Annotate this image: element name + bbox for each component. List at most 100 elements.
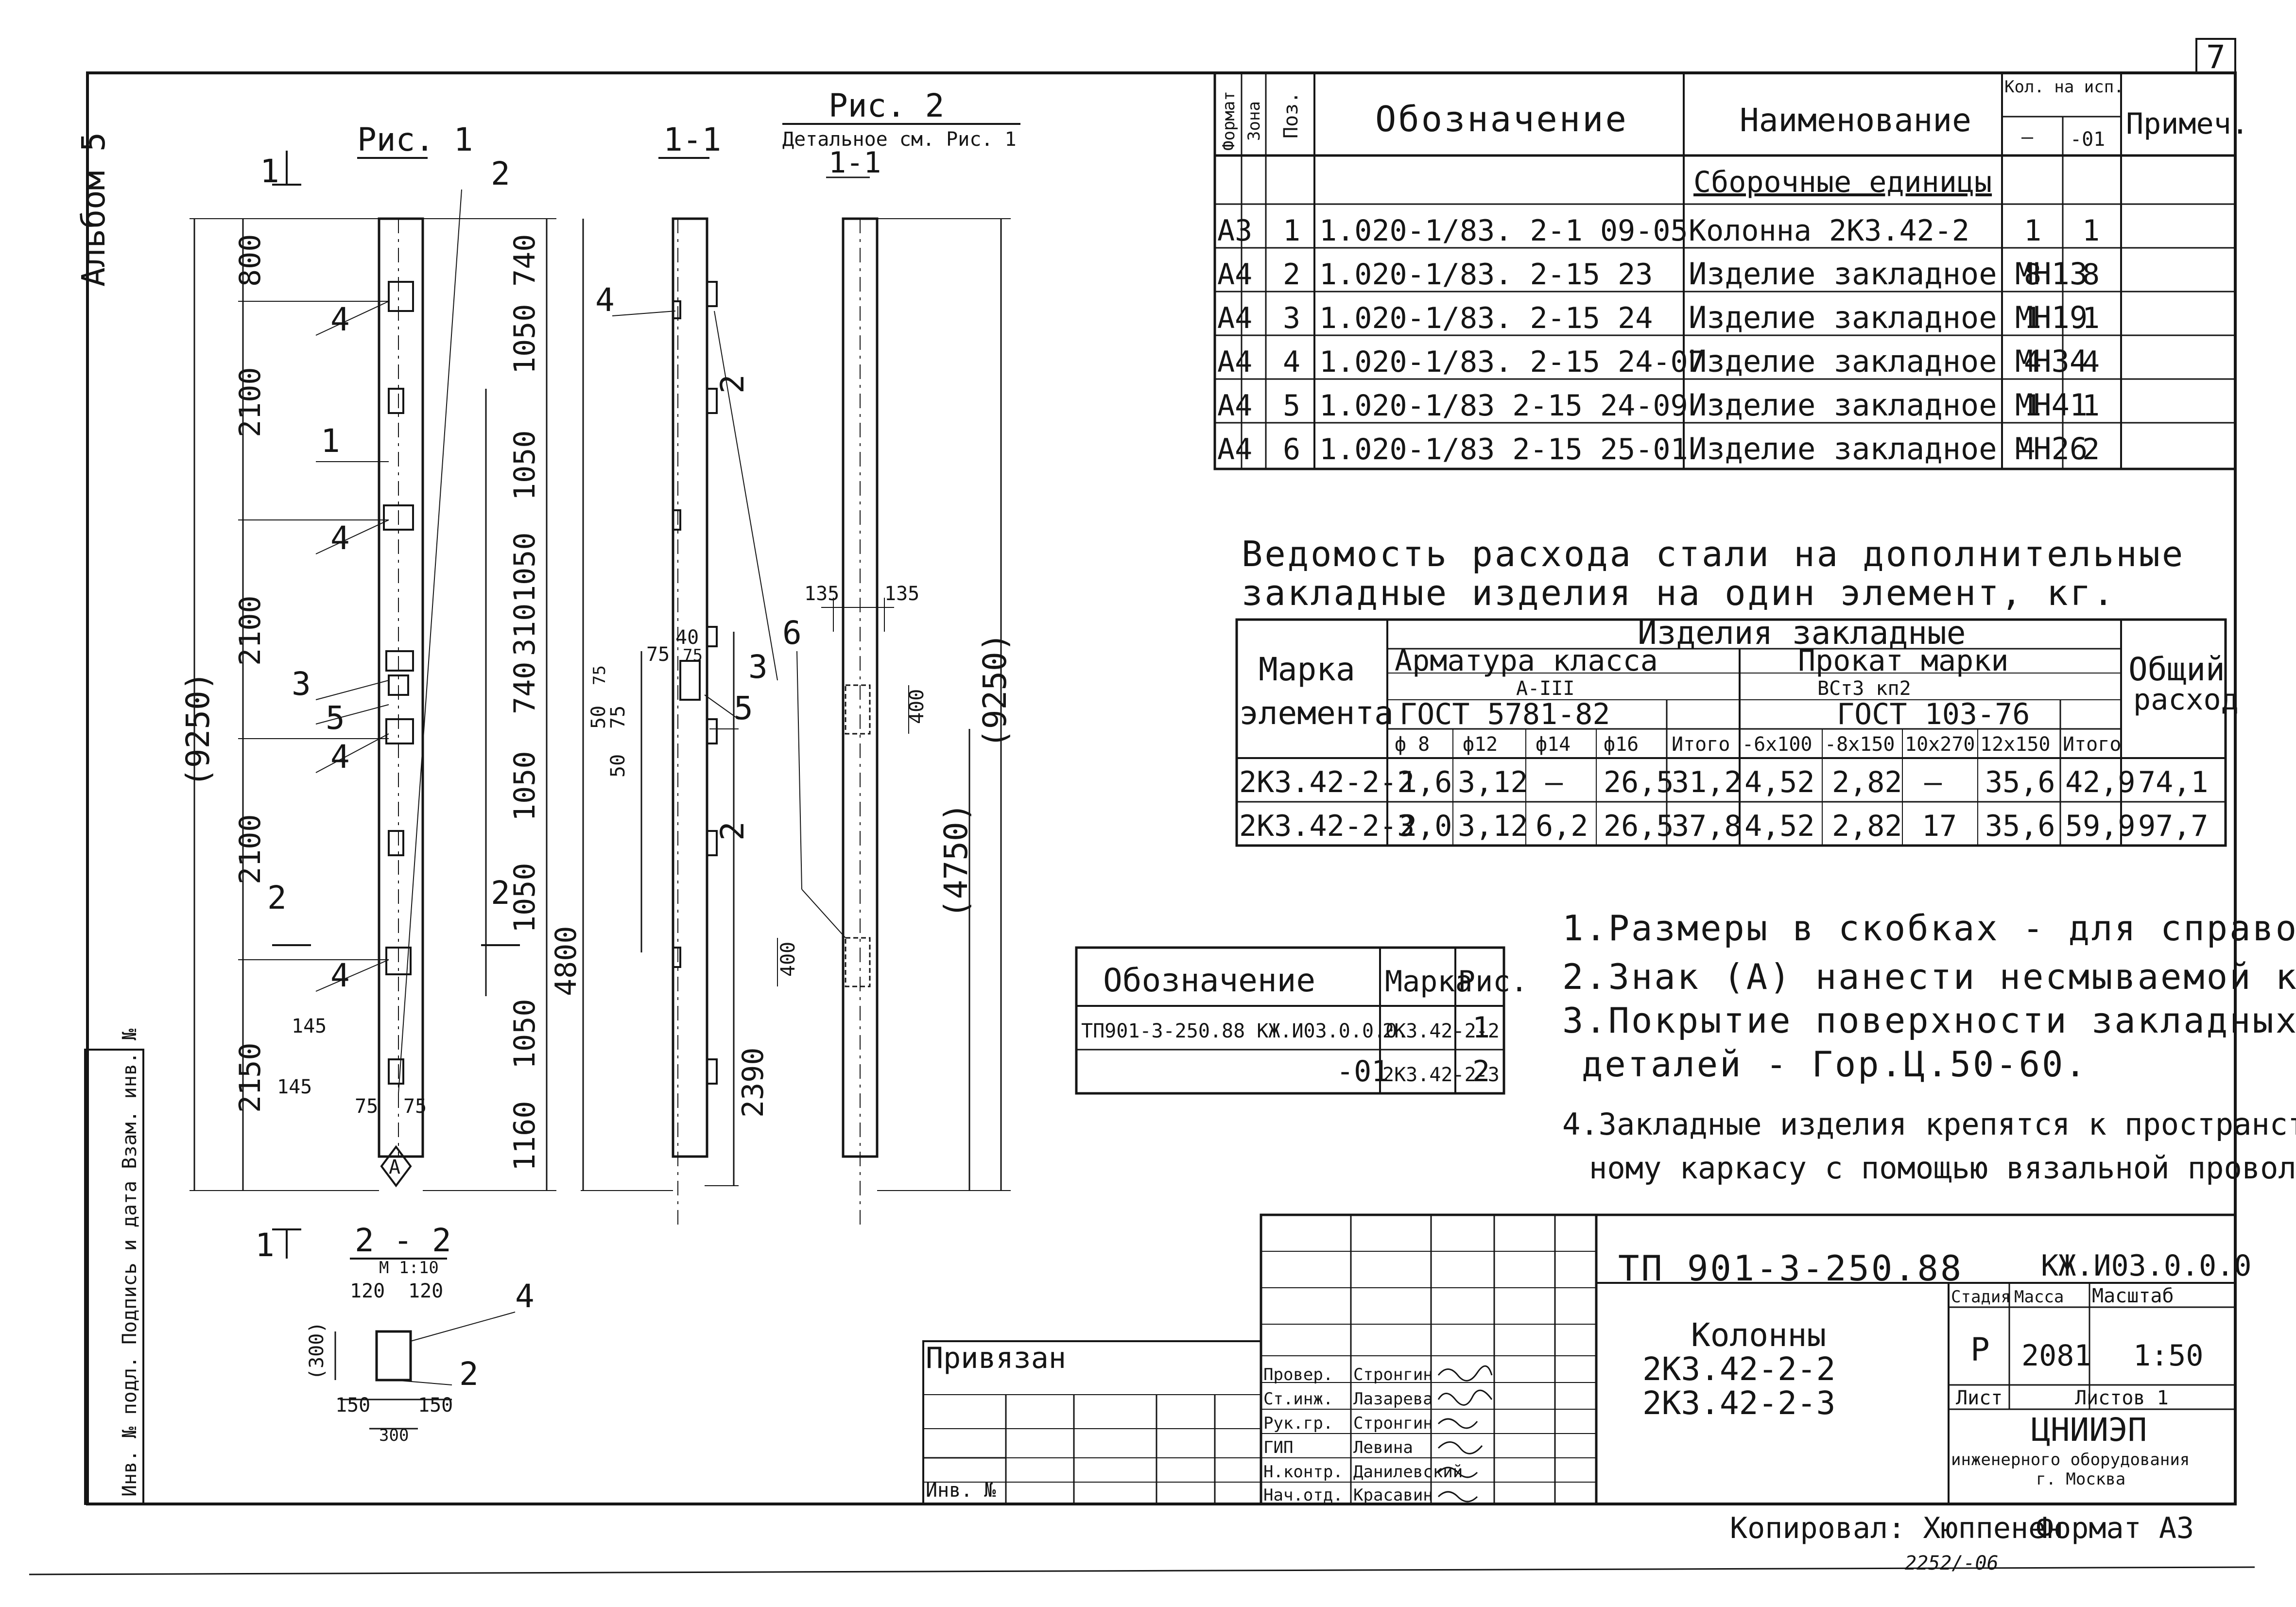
svg-text:4: 4 [330, 519, 350, 557]
steel-sub-total1: Итого [1672, 733, 1730, 756]
steel-cell: 3,12 [1458, 765, 1528, 799]
signer-role: Ст.инж. [1263, 1389, 1333, 1409]
tb-scale-h: Масштаб [2092, 1285, 2174, 1307]
section-dim-50a: 50 [587, 706, 610, 729]
privyazan-label: Привязан [926, 1341, 1066, 1375]
spec-row-format: А4 [1217, 301, 1252, 335]
spec-row-q2: 1 [2082, 301, 2100, 335]
fig1-title: Рис. 1 [357, 121, 473, 158]
fig1-rdim-1160: 1160 [508, 1101, 542, 1172]
fig1-rdim-740: 740 [508, 234, 542, 287]
note-line: 2.Знак (А) нанести несмываемой краской. [1562, 956, 2296, 997]
steel-row-total: 74,1 [2138, 765, 2209, 799]
fig1-rdim-740: 740 [508, 662, 542, 714]
bottom-mark: 2252/-06 [1905, 1552, 1999, 1574]
spec-row: А4 5 1.020-1/83 2-15 24-09 Изделие закла… [1217, 387, 2100, 423]
steel-cell: 4,52 [1744, 765, 1815, 799]
inv-no-label: Инв. № [926, 1479, 996, 1502]
steel-cell: 37,8 [1672, 809, 1742, 843]
spec-row-designation: 1.020-1/83 2-15 25-01 [1319, 432, 1688, 467]
svg-text:6: 6 [782, 614, 802, 652]
tb-mass: 2081 [2021, 1339, 2092, 1373]
steel-table-grid [1235, 618, 2227, 847]
fig1-dim-9250: (9250) [179, 672, 217, 787]
steel-h-items: Изделия закладные [1638, 614, 1966, 652]
fig1-rdim-1050f: 1050 [508, 999, 542, 1070]
fig1-drawing: Рис. 1 А [190, 121, 556, 1259]
spec-h-designation: Обозначение [1375, 99, 1628, 139]
spec-h-pos: Поз. [1280, 92, 1302, 138]
variant-h-mark: Марка [1385, 965, 1473, 999]
steel-title-line1: Ведомость расхода стали на дополнительны… [1242, 534, 2185, 574]
spec-row: А4 4 1.020-1/83. 2-15 24-07 Изделие закл… [1217, 344, 2100, 379]
fig2-dim-135a: 135 [804, 583, 839, 605]
steel-cell: 1,6 [1399, 765, 1452, 799]
steel-h-mark1: Марка [1259, 651, 1355, 688]
spec-row-name: Изделие закладное МН13 [1689, 256, 2088, 292]
spec-h-qty1: — [2021, 126, 2034, 148]
spec-row-name: Изделие закладное МН26 [1689, 431, 2088, 467]
signer-name: Левина [1353, 1438, 1413, 1457]
signer-name: Стронгин [1353, 1365, 1433, 1384]
fig1-rdim-310: 310 [508, 604, 542, 656]
svg-text:1: 1 [260, 153, 279, 190]
spec-row-format: А4 [1217, 389, 1252, 423]
spec-row-designation: 1.020-1/83. 2-1 09-05 [1319, 214, 1688, 248]
svg-text:1: 1 [255, 1227, 275, 1264]
section-dim-2390: 2390 [736, 1048, 770, 1118]
steel-cell: 26,5 [1604, 809, 1674, 843]
steel-title-line2: закладные изделия на один элемент, кг. [1242, 572, 2116, 613]
spec-row-designation: 1.020-1/83 2-15 24-09 [1319, 389, 1688, 423]
fig1-dim-2100c: 2100 [233, 814, 267, 885]
svg-text:2: 2 [714, 821, 751, 841]
section22-dim-150a: 150 [335, 1394, 370, 1417]
signer-name: Красавин [1353, 1486, 1433, 1505]
spec-h-name: Наименование [1740, 102, 1971, 139]
sheet-number: 7 [2206, 38, 2226, 76]
format-label: Формат А3 [2036, 1511, 2194, 1545]
svg-text:5: 5 [734, 690, 753, 727]
steel-row-mark: 2К3.42-2-3 [1239, 809, 1415, 843]
steel-h-rolled: Прокат марки [1798, 644, 2008, 678]
svg-text:А: А [389, 1156, 400, 1178]
signer-row: Ст.инж. Лазарева [1263, 1389, 1433, 1409]
tb-org-2: инженерного оборудования [1951, 1450, 2190, 1469]
spec-h-qty2: -01 [2070, 128, 2105, 151]
fig1-callout-3: 3 [292, 665, 311, 703]
svg-text:4: 4 [515, 1278, 535, 1315]
tb-name-1: Колонны [1691, 1316, 1826, 1354]
fig1-callout-5: 5 [326, 699, 345, 737]
spec-row-name: Изделие закладное МН34 [1689, 344, 2088, 379]
fig1-rdim-1050e: 1050 [508, 863, 542, 933]
side-stamp [84, 1049, 144, 1505]
steel-cell: 59,9 [2065, 809, 2136, 843]
steel-cell: — [1545, 765, 1563, 799]
signer-name: Лазарева [1353, 1389, 1433, 1409]
variant-row-fig: 1 [1472, 1011, 1490, 1045]
section-dim-50b: 50 [607, 754, 629, 778]
fig1-dim-800: 800 [233, 234, 267, 287]
signer-role: Провер. [1263, 1365, 1333, 1384]
svg-text:2: 2 [459, 1355, 479, 1393]
spec-row-name: Изделие закладное МН41 [1689, 387, 2088, 423]
section-2-2-drawing: 2 - 2 М 1:10 [334, 1222, 516, 1430]
spec-row-format: А3 [1217, 214, 1252, 248]
steel-h-rebar-gost: ГОСТ 5781-82 [1399, 697, 1610, 731]
spec-h-qty: Кол. на исп. [2004, 77, 2124, 97]
variant-h-designation: Обозначение [1103, 962, 1315, 999]
svg-text:4: 4 [330, 957, 350, 994]
steel-cell: 4,52 [1744, 809, 1815, 843]
fig1-sdim-75b: 75 [403, 1095, 427, 1118]
steel-cell: 2,82 [1832, 809, 1902, 843]
signer-role: Нач.отд. [1263, 1486, 1343, 1505]
tb-stage: Р [1970, 1331, 1990, 1368]
spec-h-format: Формат [1219, 91, 1239, 151]
section-1-1-drawing: 1-1 [581, 121, 778, 1225]
spec-row-q2: 1 [2082, 389, 2100, 423]
fig1-rdim-1050d: 1050 [508, 751, 542, 822]
fig1-sdim-145a: 145 [292, 1015, 327, 1037]
spec-row: А3 1 1.020-1/83. 2-1 09-05 Колонна 2К3.4… [1217, 214, 2100, 248]
steel-cell: 17 [1922, 809, 1957, 843]
steel-cell: 35,6 [1985, 765, 2055, 799]
section22-dim-120b: 120 [408, 1280, 443, 1302]
